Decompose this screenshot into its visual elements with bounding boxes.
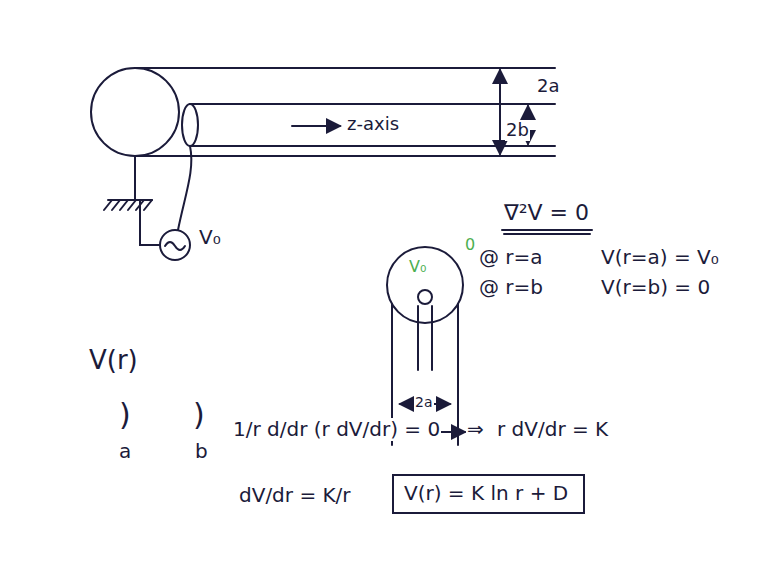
- equation: r dV/dr = K: [496, 418, 609, 441]
- dimension-label: 2b: [505, 120, 530, 141]
- outer-conductor-end: [91, 68, 179, 156]
- radius-label: b: [194, 440, 209, 463]
- cross-section-outer: [387, 247, 463, 323]
- cross-section-line: [417, 306, 419, 370]
- ground-wire: [134, 156, 136, 200]
- cross-section-inner: [418, 290, 432, 304]
- source-wire: [178, 146, 191, 230]
- source-label: V₀: [198, 226, 222, 249]
- condition: V(r=a) = V₀: [600, 246, 720, 269]
- condition: @ r=a: [478, 246, 544, 269]
- source-sine: [165, 242, 185, 250]
- equation: dV/dr = K/r: [238, 484, 352, 507]
- function-label: V(r): [88, 346, 139, 376]
- potential-label: 0: [464, 236, 476, 254]
- dimension-arrow: [499, 70, 501, 154]
- voltage-source: [160, 230, 190, 260]
- dimension-label: 2a: [536, 76, 560, 97]
- boundary-mark: ): [118, 398, 132, 433]
- axis-label: z-axis: [346, 114, 400, 135]
- underline: [502, 229, 592, 231]
- inner-conductor-end: [182, 104, 198, 146]
- axis-arrow: [292, 125, 340, 127]
- ground-symbol: [108, 199, 152, 201]
- equation: ⇒: [466, 418, 485, 441]
- condition: @ r=b: [478, 276, 544, 299]
- cross-section-line: [457, 304, 459, 445]
- potential-label: V₀: [408, 258, 427, 276]
- source-ground-wire: [140, 200, 160, 245]
- radius-label: a: [118, 440, 132, 463]
- result-box: V(r) = K ln r + D: [392, 474, 585, 514]
- dimension-label: 2a: [414, 394, 434, 410]
- outer-conductor-line: [135, 67, 555, 69]
- underline: [504, 233, 590, 235]
- boundary-mark: ): [192, 398, 206, 433]
- box-text: V(r) = K ln r + D: [404, 481, 573, 505]
- ground-hatch: [104, 200, 152, 210]
- outer-conductor-line: [135, 155, 555, 157]
- equation: 1/r d/dr (r dV/dr) = 0: [232, 418, 441, 441]
- equation: ∇²V = 0: [503, 200, 590, 225]
- cross-section-line: [431, 306, 433, 370]
- condition: V(r=b) = 0: [600, 276, 711, 299]
